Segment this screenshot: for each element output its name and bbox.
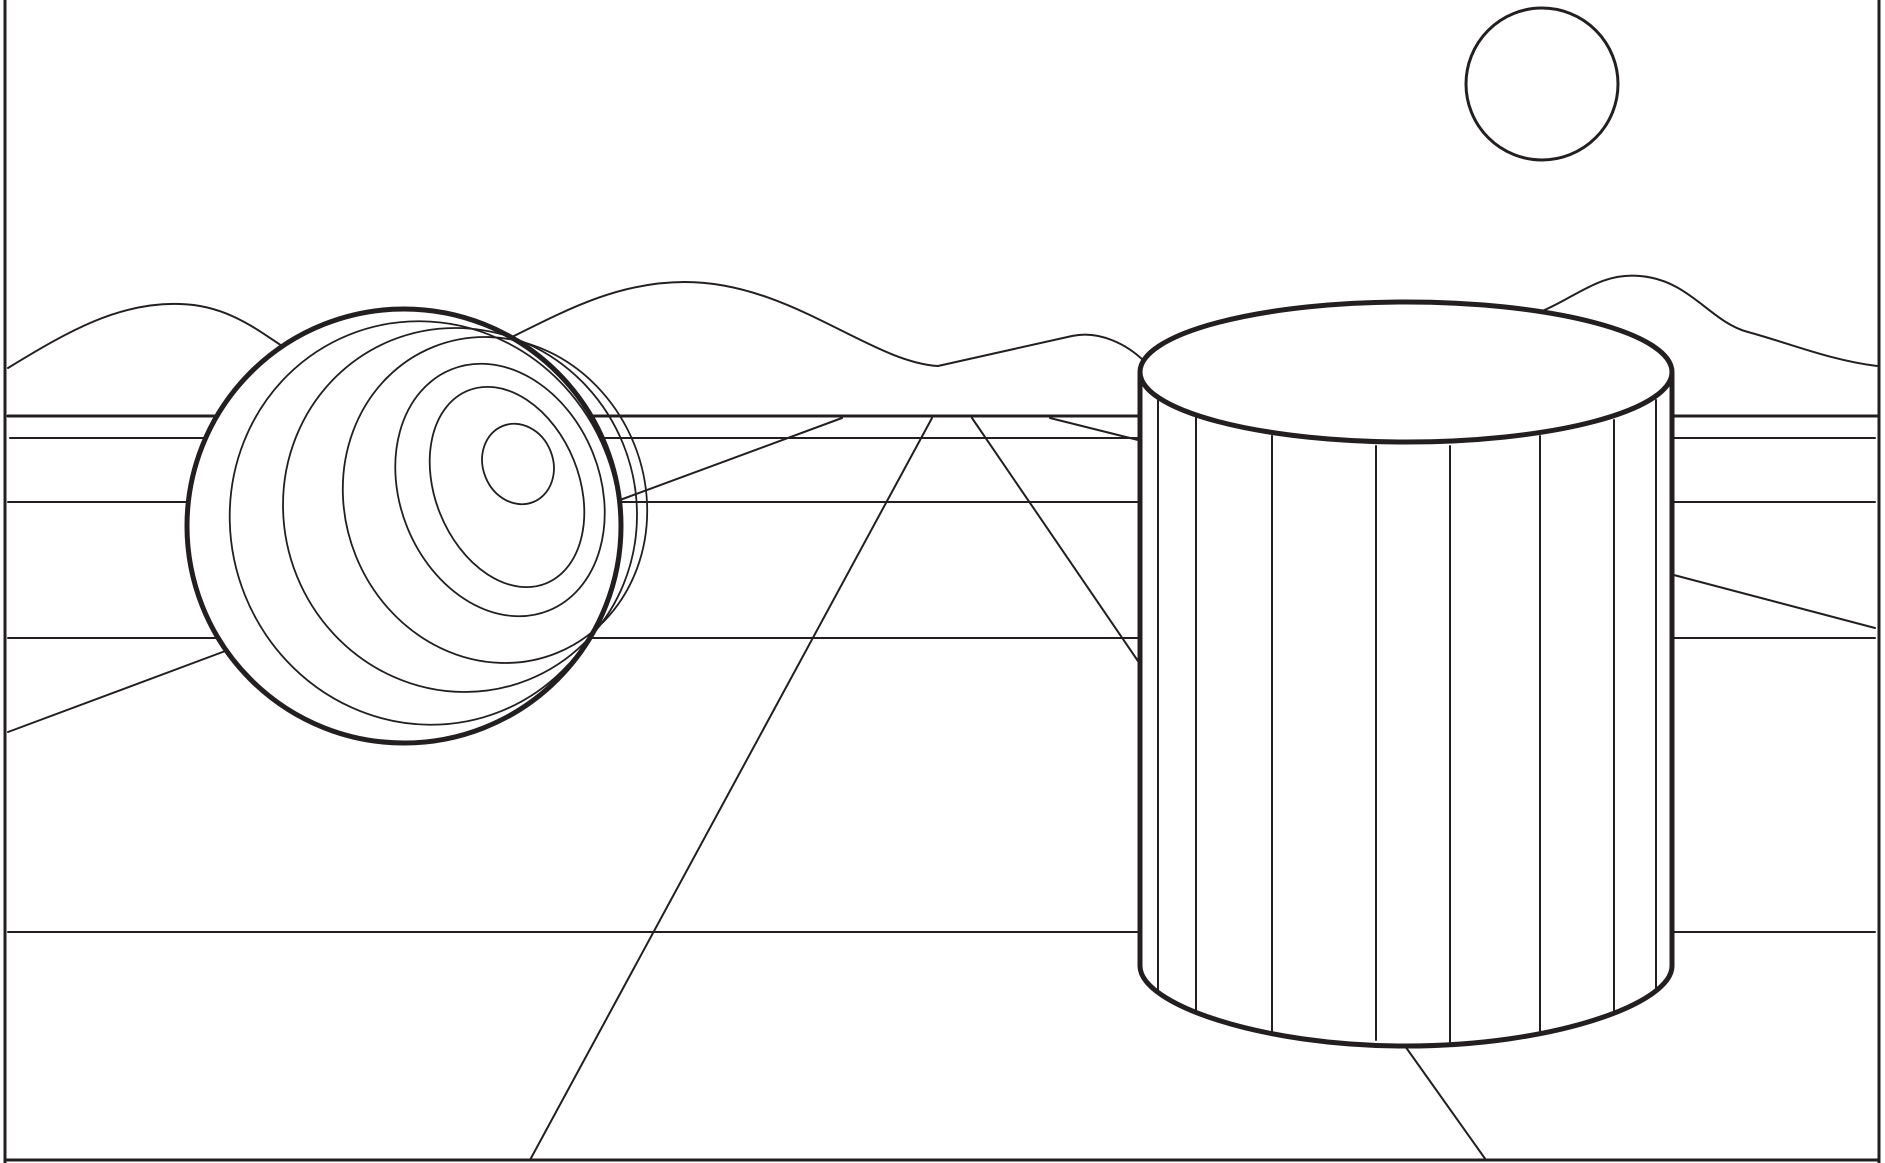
frame (3, 0, 1881, 1163)
cylinder-top (1137, 299, 1675, 445)
floor-diagonal-left (529, 417, 933, 1161)
floor-diagonal-short (619, 417, 843, 501)
sphere-ring-5 (428, 385, 586, 589)
distant-hills (7, 274, 1878, 369)
hill-middle (509, 281, 1146, 367)
sphere-ring-6 (481, 422, 555, 506)
hill-right (1539, 274, 1878, 367)
fluted-cylinder (1137, 299, 1675, 1049)
sphere-ring-3 (341, 336, 649, 664)
floor-diagonal-mid (971, 417, 1141, 665)
cylinder-base-curve (1137, 963, 1675, 1049)
floor-diagonal-small (1049, 417, 1139, 441)
sphere-ring-4 (394, 362, 606, 618)
floor-diagonal-bottom (1404, 1045, 1487, 1161)
sphere-ring-1 (228, 320, 622, 726)
hill-left (7, 302, 283, 369)
sun-circle (1464, 6, 1620, 162)
floor-diagonal-far-left (7, 649, 229, 733)
floor-diagonal-right (1669, 573, 1876, 629)
sphere-ring-2 (282, 327, 638, 693)
striped-sphere (184, 306, 649, 746)
cylinder-body-fill (1140, 376, 1672, 1042)
